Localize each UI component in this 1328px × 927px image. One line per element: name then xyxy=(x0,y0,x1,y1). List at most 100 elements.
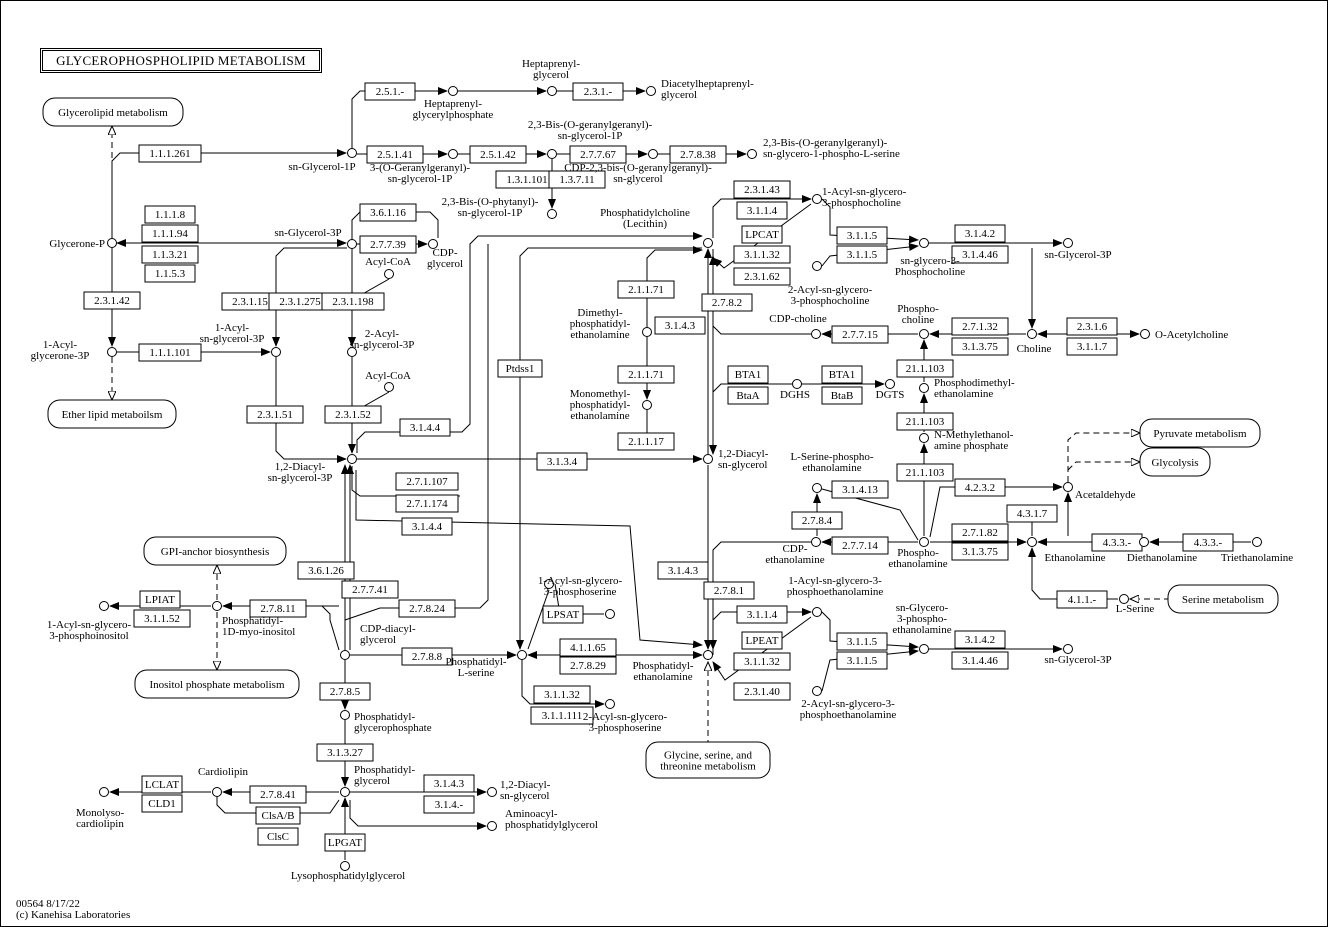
compound[interactable]: sn-glycero-3-Phosphocholine xyxy=(895,238,965,279)
enzyme-box[interactable]: 3.1.4.13 xyxy=(831,480,889,499)
enzyme-box[interactable]: 3.1.1.4 xyxy=(736,605,788,624)
compound[interactable]: sn-Glycerol-3P xyxy=(274,227,357,249)
compound[interactable]: Aminoacyl-phosphatidylglycerol xyxy=(487,808,598,831)
enzyme-box[interactable]: ClsC xyxy=(257,827,299,846)
enzyme-box[interactable]: 4.3.3.- xyxy=(1182,533,1234,552)
compound[interactable]: L-Serine-phospho-ethanolamine xyxy=(790,451,874,493)
enzyme-box[interactable]: 3.1.3.75 xyxy=(951,337,1009,356)
enzyme-box[interactable]: 1.1.1.261 xyxy=(138,144,202,163)
enzyme-box[interactable]: 1.1.1.101 xyxy=(138,343,202,362)
compound[interactable]: Phosphatidyl-glycerophosphate xyxy=(340,710,432,735)
enzyme-box[interactable]: 3.1.1.4 xyxy=(736,201,788,220)
pathway-map-link[interactable]: Glycerolipid metabolism xyxy=(42,97,184,127)
enzyme-box[interactable]: 2.7.7.41 xyxy=(341,580,399,599)
enzyme-box[interactable]: 2.7.1.174 xyxy=(395,494,459,513)
enzyme-box[interactable]: 2.7.1.107 xyxy=(395,472,459,491)
enzyme-box[interactable]: 2.3.1.198 xyxy=(321,292,385,311)
enzyme-box[interactable]: 21.1.103 xyxy=(896,412,954,431)
compound[interactable]: 2,3-Bis-(O-geranylgeranyl)-sn-glycero-1-… xyxy=(747,137,900,160)
compound[interactable]: 2-Acyl-sn-glycero-3-phosphoethanolamine xyxy=(800,686,897,722)
enzyme-box[interactable]: 4.1.1.65 xyxy=(559,638,617,657)
compound[interactable]: Phosphatidyl-glycerol xyxy=(340,764,416,797)
compound[interactable]: 2-Acyl-sn-glycero-3-phosphoserine xyxy=(583,699,668,735)
enzyme-box[interactable]: 2.7.7.15 xyxy=(831,325,889,344)
compound[interactable]: sn-Glycerol-1P xyxy=(288,148,357,174)
enzyme-box[interactable]: 1.1.5.3 xyxy=(144,264,196,283)
compound[interactable]: 1,2-Diacyl-sn-glycerol-3P xyxy=(268,454,357,485)
enzyme-box[interactable]: 4.3.3.- xyxy=(1091,533,1143,552)
enzyme-box[interactable]: 3.1.1.52 xyxy=(133,609,191,628)
compound[interactable]: Phospho-choline xyxy=(897,303,939,339)
compound[interactable]: Phospho-ethanolamine xyxy=(888,537,948,571)
compound[interactable]: CDP-ethanolamine xyxy=(765,537,825,567)
compound[interactable]: Cardiolipin xyxy=(198,766,249,797)
enzyme-box[interactable]: 1.3.7.11 xyxy=(548,170,606,189)
enzyme-box[interactable]: 2.7.1.82 xyxy=(951,523,1009,542)
pathway-map-link[interactable]: Serine metabolism xyxy=(1167,584,1279,614)
compound[interactable]: Acyl-CoA xyxy=(365,370,411,392)
compound[interactable]: N-Methylethanol-amine phosphate xyxy=(919,429,1014,452)
compound[interactable]: 1,2-Diacyl-sn-glycerol xyxy=(487,779,551,802)
enzyme-box[interactable]: 2.1.1.71 xyxy=(617,365,675,384)
compound[interactable]: 1-Acyl-sn-glycero-3-phosphoserine xyxy=(538,575,623,598)
enzyme-box[interactable]: 1.1.1.8 xyxy=(144,205,196,224)
enzyme-box[interactable]: 2.7.7.67 xyxy=(569,145,627,164)
compound[interactable]: CDP-glycerol xyxy=(427,239,463,271)
compound[interactable]: Phosphatidyl-1D-myo-inositol xyxy=(212,601,296,639)
compound[interactable]: DGTS xyxy=(876,379,905,402)
enzyme-box[interactable]: 2.7.8.11 xyxy=(249,599,307,618)
compound[interactable]: 2-Acyl-sn-glycerol-3P xyxy=(347,328,415,357)
enzyme-box[interactable]: 3.1.4.3 xyxy=(423,774,475,793)
compound[interactable]: Ethanolamine xyxy=(1027,537,1106,565)
compound[interactable]: Phosphatidyl-ethanolamine xyxy=(632,650,713,684)
enzyme-box[interactable]: 3.1.4.46 xyxy=(951,245,1009,264)
enzyme-box[interactable]: 2.7.8.1 xyxy=(703,581,755,600)
compound[interactable]: Diethanolamine xyxy=(1127,537,1197,565)
enzyme-box[interactable]: LCLAT xyxy=(141,775,183,794)
enzyme-box[interactable]: 3.1.4.4 xyxy=(401,517,453,536)
enzyme-box[interactable]: 2.7.7.14 xyxy=(831,536,889,555)
enzyme-box[interactable]: 3.1.4.3 xyxy=(657,561,709,580)
compound[interactable]: sn-Glycerol-3P xyxy=(1044,644,1112,667)
pathway-map-link[interactable]: Ether lipid metaboilsm xyxy=(47,399,177,429)
compound[interactable]: 1-Acyl-sn-glycerol-3P xyxy=(200,322,281,357)
compound[interactable]: sn-Glycero-3-phospho-ethanolamine xyxy=(892,602,952,654)
enzyme-box[interactable]: 3.1.1.5 xyxy=(836,632,888,651)
compound[interactable]: Acyl-CoA xyxy=(365,256,411,279)
enzyme-box[interactable]: 2.3.1.43 xyxy=(733,180,791,199)
enzyme-box[interactable]: 3.1.1.32 xyxy=(733,245,791,264)
compound[interactable]: Acetaldehyde xyxy=(1063,482,1136,502)
enzyme-box[interactable]: 3.1.1.5 xyxy=(836,245,888,264)
compound[interactable]: 1-Acyl-sn-glycero-3-phosphoinositol xyxy=(47,601,132,643)
pathway-map-link[interactable]: GPI-anchor biosynthesis xyxy=(143,536,287,566)
enzyme-box[interactable]: 2.7.8.41 xyxy=(249,785,307,804)
pathway-map-link[interactable]: Inositol phosphate metabolism xyxy=(134,669,300,699)
enzyme-box[interactable]: BtaB xyxy=(821,386,863,405)
enzyme-box[interactable]: ClsA/B xyxy=(255,806,301,825)
enzyme-box[interactable]: BtaA xyxy=(727,386,769,405)
enzyme-box[interactable]: 2.5.1.42 xyxy=(469,145,527,164)
compound[interactable]: 2-Acyl-sn-glycero-3-phosphocholine xyxy=(788,261,873,308)
enzyme-box[interactable]: 2.7.8.29 xyxy=(559,656,617,675)
compound[interactable]: Dimethyl-phosphatidyl-ethanolamine xyxy=(570,307,652,341)
enzyme-box[interactable]: 2.3.1.275 xyxy=(268,292,332,311)
enzyme-box[interactable]: 3.1.4.4 xyxy=(399,418,451,437)
compound[interactable]: L-Serine xyxy=(1116,594,1155,616)
enzyme-box[interactable]: 3.1.4.- xyxy=(423,795,475,814)
enzyme-box[interactable]: 2.7.1.32 xyxy=(951,317,1009,336)
enzyme-box[interactable]: 2.7.8.8 xyxy=(401,647,453,666)
enzyme-box[interactable]: 2.7.8.5 xyxy=(319,682,371,701)
compound[interactable] xyxy=(605,609,615,619)
compound[interactable]: CDP-choline xyxy=(769,313,827,339)
enzyme-box[interactable]: 2.3.1.62 xyxy=(733,267,791,286)
compound[interactable]: 1-Acyl-glycerone-3P xyxy=(31,339,117,362)
compound[interactable]: Glycerone-P xyxy=(49,238,117,250)
enzyme-box[interactable]: 2.3.1.- xyxy=(572,82,624,101)
enzyme-box[interactable]: 2.1.1.17 xyxy=(617,432,675,451)
enzyme-box[interactable]: 3.1.1.111 xyxy=(530,706,594,725)
compound[interactable]: CDP-2,3-bis-(O-geranylgeranyl)-sn-glycer… xyxy=(564,149,712,186)
compound[interactable]: 3-(O-Geranylgeranyl)-sn-glycerol-1P xyxy=(370,149,471,186)
compound[interactable]: sn-Glycerol-3P xyxy=(1044,238,1112,262)
enzyme-box[interactable]: 3.1.4.3 xyxy=(654,316,706,335)
enzyme-box[interactable]: 2.7.7.39 xyxy=(359,235,417,254)
